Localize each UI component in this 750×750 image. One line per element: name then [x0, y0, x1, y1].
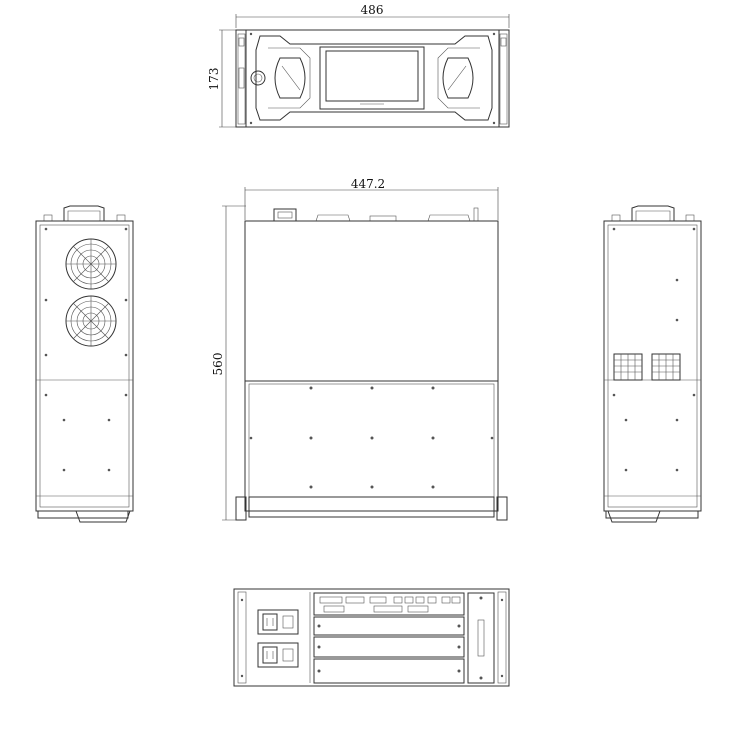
front-height-label: 173: [207, 68, 221, 91]
display-screen: [319, 46, 425, 110]
fan-icon: [65, 295, 117, 347]
front-view: 486 173: [207, 3, 510, 128]
vent-grille: [613, 353, 643, 381]
fan-icon: [65, 238, 117, 290]
vent-grille: [651, 353, 681, 381]
top-view: 447.2 560: [211, 177, 508, 521]
power-socket-icon: [257, 609, 299, 635]
power-knob-icon: [250, 70, 266, 86]
top-depth-label: 560: [211, 353, 225, 376]
top-width-label: 447.2: [351, 177, 385, 191]
rear-view: [233, 588, 510, 687]
left-side-view: [35, 205, 134, 523]
power-socket-icon: [257, 642, 299, 668]
front-width-label: 486: [361, 3, 384, 17]
right-side-view: [603, 205, 702, 523]
